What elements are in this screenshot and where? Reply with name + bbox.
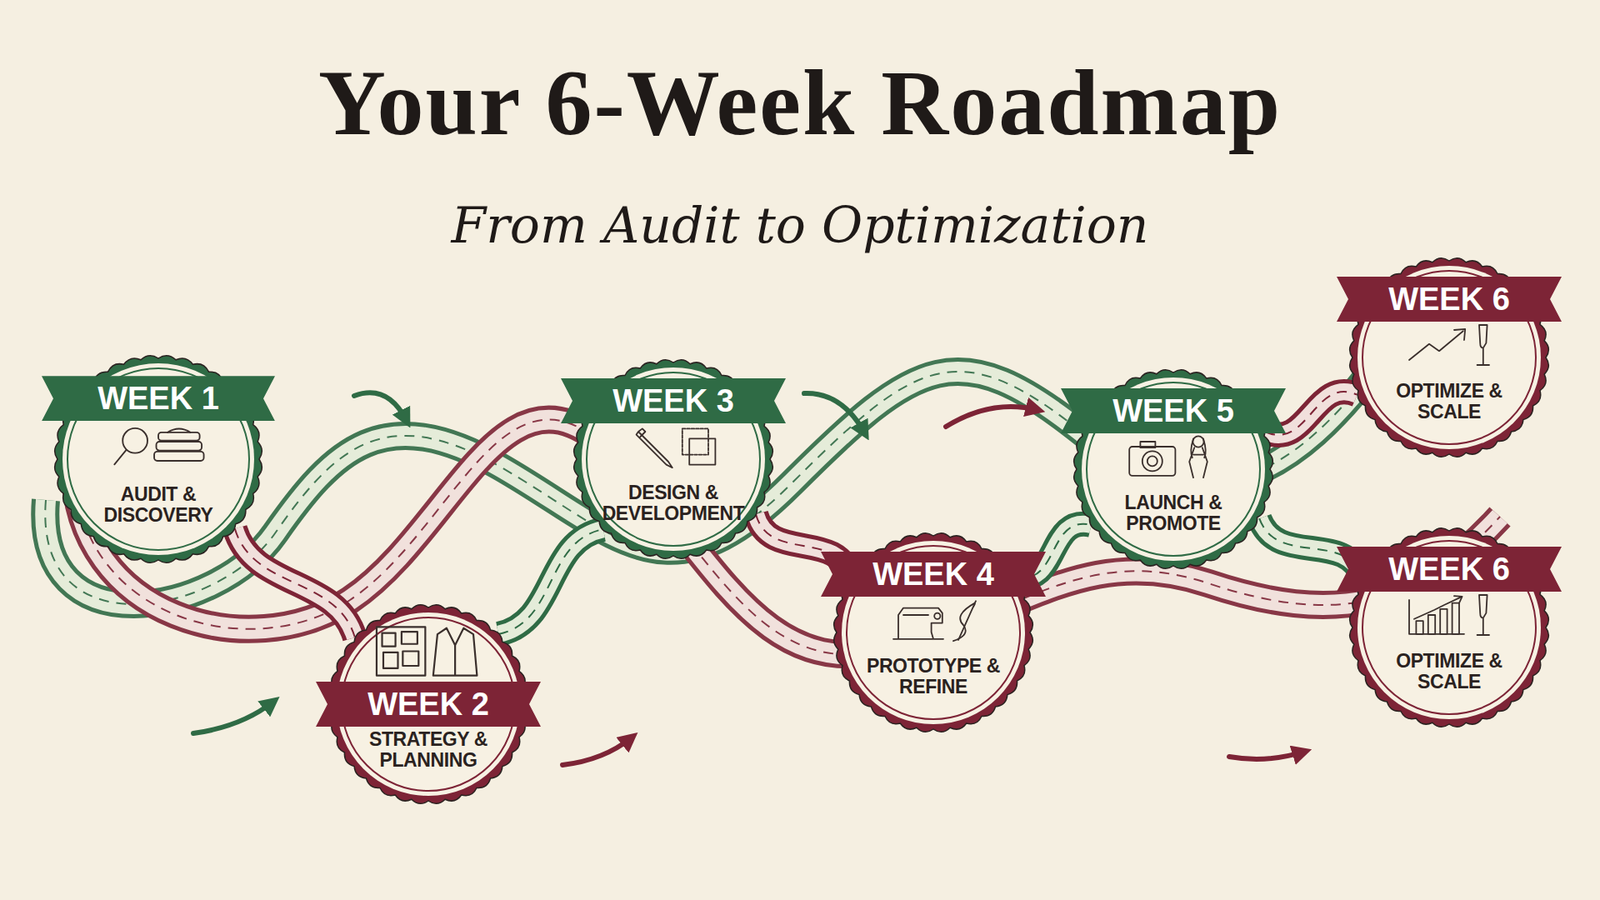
roadmap-badge: WEEK 1 AUDIT & DISCOVERY (50, 350, 267, 568)
icon-stroke (636, 428, 673, 468)
badge-icon (93, 420, 224, 472)
icon-stroke (156, 441, 203, 451)
roadmap-badge: WEEK 6 OPTIMIZE & SCALE (1345, 253, 1554, 462)
road-surface (498, 529, 604, 635)
red-road-dash (75, 420, 1500, 655)
icon-stroke (1428, 615, 1435, 635)
road-edge (235, 528, 355, 638)
badge-icon (1110, 431, 1236, 482)
road-connector (498, 529, 604, 635)
icon-stroke (1477, 595, 1490, 635)
step-label: OPTIMIZE & SCALE (1368, 650, 1531, 693)
step-label: OPTIMIZE & SCALE (1368, 380, 1531, 423)
icon-stroke (154, 451, 205, 461)
road-centerline (498, 529, 604, 635)
icon-stroke (1129, 446, 1175, 476)
icon-stroke (433, 628, 478, 676)
icon-stroke (1477, 325, 1490, 365)
icon-stroke (401, 631, 418, 645)
week-ribbon: WEEK 2 (315, 681, 541, 727)
badge-inner-ring (1362, 270, 1536, 445)
direction-arrow (1229, 751, 1305, 760)
week-ribbon: WEEK 4 (820, 551, 1046, 597)
badge-inner-ring (1086, 382, 1260, 556)
badge-inner-ring (1362, 540, 1536, 715)
road-surface (235, 528, 355, 638)
badge-icon (1386, 320, 1512, 370)
step-label: AUDIT & DISCOVERY (74, 484, 244, 526)
icon-stroke (1192, 435, 1204, 447)
badge-icon (870, 595, 996, 645)
direction-arrow (354, 392, 407, 421)
direction-arrow (193, 701, 274, 734)
week-label: WEEK 1 (97, 380, 220, 416)
roadmap-badge: WEEK 3 DESIGN & DEVELOPMENT (569, 355, 778, 564)
week-ribbon: WEEK 6 (1336, 276, 1562, 322)
icon-stroke (1140, 441, 1155, 448)
icon-stroke (376, 626, 425, 675)
icon-stroke (893, 608, 944, 640)
direction-arrow (945, 406, 1038, 427)
icon-stroke (682, 428, 709, 455)
icon-stroke (953, 603, 975, 642)
icon-stroke (1440, 609, 1447, 635)
roadmap-badge: WEEK 4 PROTOTYPE & REFINE (829, 528, 1038, 737)
badge-inner-ring (586, 372, 760, 546)
red-road (75, 420, 1500, 655)
diagram-title: Your 6-Week Roadmap (0, 48, 1600, 157)
icon-stroke (1409, 329, 1465, 360)
direction-arrow (562, 737, 632, 765)
red-road-inner (75, 420, 1500, 655)
week-label: WEEK 6 (1388, 281, 1510, 317)
direction-arrow (804, 393, 865, 434)
icon-stroke (167, 429, 190, 433)
week-label: WEEK 4 (872, 556, 995, 592)
step-label: PROTOTYPE & REFINE (852, 655, 1015, 698)
badge-icon (365, 620, 491, 682)
week-label: WEEK 2 (367, 686, 490, 722)
week-ribbon: WEEK 3 (560, 378, 786, 424)
subtitle: From Audit to Optimization (0, 193, 1600, 257)
week-label: WEEK 6 (1388, 551, 1510, 587)
week-ribbon: WEEK 6 (1336, 546, 1562, 592)
step-label: DESIGN & DEVELOPMENT (592, 482, 755, 525)
step-label: STRATEGY & PLANNING (347, 729, 510, 771)
roadmap-badge: WEEK 6 OPTIMIZE & SCALE (1345, 523, 1554, 732)
step-label: LAUNCH & PROMOTE (1092, 492, 1255, 535)
icon-stroke (1414, 595, 1463, 620)
icon-stroke (1142, 450, 1163, 471)
icon-stroke (158, 432, 200, 441)
road-edge (498, 529, 604, 635)
week-label: WEEK 3 (612, 383, 735, 419)
badge-inner-ring (846, 545, 1020, 720)
roadmap-badge: WEEK 5 LAUNCH & PROMOTE (1069, 365, 1278, 574)
icon-stroke (934, 613, 940, 620)
icon-stroke (383, 652, 399, 669)
week-ribbon: WEEK 5 (1060, 388, 1286, 434)
badge-icon (1386, 590, 1512, 640)
icon-stroke (1147, 455, 1158, 466)
icon-stroke (1415, 620, 1423, 635)
icon-stroke (689, 438, 715, 465)
week-label: WEEK 5 (1112, 393, 1235, 429)
icon-stroke (382, 633, 396, 647)
icon-stroke (1189, 438, 1208, 478)
icon-stroke (114, 450, 126, 465)
roadmap-badge: WEEK 2 STRATEGY & PLANNING (324, 600, 533, 809)
road-centerline (235, 528, 355, 638)
badge-icon (610, 421, 736, 472)
badge-inner-ring (341, 617, 515, 791)
road-connector (235, 528, 355, 638)
week-ribbon: WEEK 1 (41, 375, 275, 421)
icon-stroke (402, 651, 419, 667)
icon-stroke (1452, 603, 1460, 635)
